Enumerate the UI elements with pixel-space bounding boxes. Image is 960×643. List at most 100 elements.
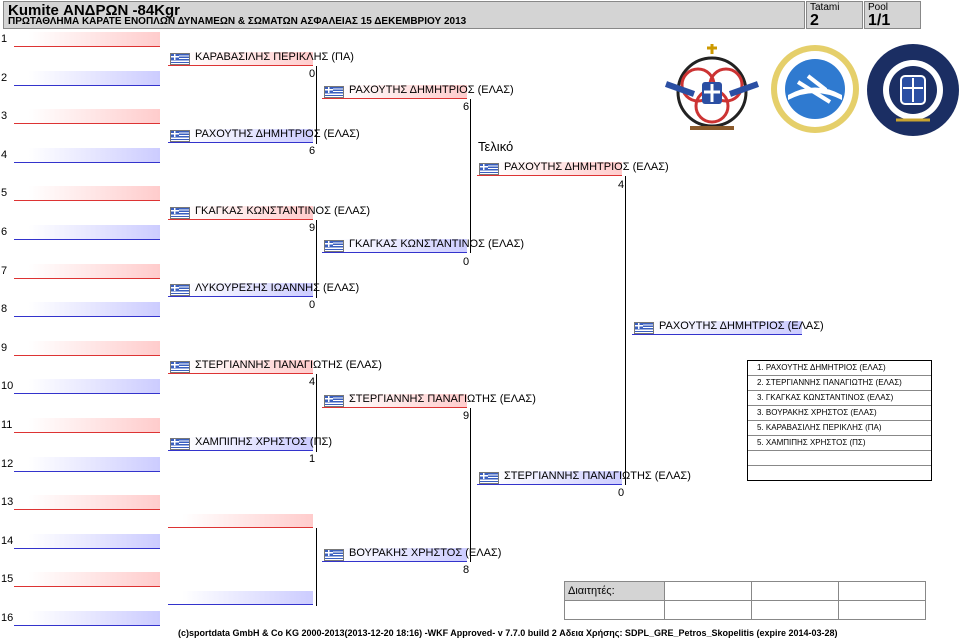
tatami-box: Tatami 2 bbox=[806, 1, 863, 29]
results-table: 1. ΡΑΧΟΥΤΗΣ ΔΗΜΗΤΡΙΟΣ (ΕΛΑΣ) 2. ΣΤΕΡΓΙΑΝ… bbox=[747, 360, 932, 481]
competitor-name: ΒΟΥΡΑΚΗΣ ΧΡΗΣΤΟΣ (ΕΛΑΣ) bbox=[349, 547, 502, 559]
match-score: 4 bbox=[309, 376, 316, 388]
referee-cell bbox=[751, 581, 839, 601]
seed-number: 5 bbox=[1, 187, 8, 199]
seed-slot bbox=[14, 225, 160, 240]
hellenic-police-emblem-icon bbox=[867, 44, 959, 136]
match-slot[interactable] bbox=[168, 514, 313, 528]
bracket-line bbox=[316, 220, 317, 298]
winner-name: ΡΑΧΟΥΤΗΣ ΔΗΜΗΤΡΙΟΣ (ΕΛΑΣ) bbox=[659, 320, 824, 332]
bracket-line bbox=[470, 408, 471, 562]
competitor-name: ΡΑΧΟΥΤΗΣ ΔΗΜΗΤΡΙΟΣ (ΕΛΑΣ) bbox=[349, 84, 514, 96]
match-slot[interactable]: ΡΑΧΟΥΤΗΣ ΔΗΜΗΤΡΙΟΣ (ΕΛΑΣ) bbox=[477, 161, 669, 176]
final-label: Τελικό bbox=[478, 139, 514, 154]
match-score: 6 bbox=[309, 145, 316, 157]
competitor-name: ΡΑΧΟΥΤΗΣ ΔΗΜΗΤΡΙΟΣ (ΕΛΑΣ) bbox=[504, 161, 669, 173]
greece-flag-icon bbox=[170, 130, 190, 142]
seed-number: 8 bbox=[1, 303, 8, 315]
match-slot[interactable]: ΧΑΜΠΙΠΗΣ ΧΡΗΣΤΟΣ (ΠΣ) bbox=[168, 436, 332, 451]
seed-number: 11 bbox=[1, 419, 13, 431]
greece-flag-icon bbox=[324, 549, 344, 561]
match-slot[interactable]: ΚΑΡΑΒΑΣΙΛΗΣ ΠΕΡΙΚΛΗΣ (ΠΑ) bbox=[168, 51, 354, 66]
karate-federation-emblem-icon bbox=[771, 45, 859, 133]
match-score: 0 bbox=[309, 68, 316, 80]
seed-slot bbox=[14, 186, 160, 201]
seed-number: 15 bbox=[1, 573, 14, 585]
armed-forces-emblem-icon bbox=[664, 44, 760, 130]
competitor-name: ΡΑΧΟΥΤΗΣ ΔΗΜΗΤΡΙΟΣ (ΕΛΑΣ) bbox=[195, 128, 360, 140]
seed-number: 6 bbox=[1, 226, 8, 238]
seed-number: 13 bbox=[1, 496, 14, 508]
seed-number: 7 bbox=[1, 265, 8, 277]
seed-slot bbox=[14, 534, 160, 549]
seed-slot bbox=[14, 572, 160, 587]
seed-slot bbox=[14, 611, 160, 626]
seed-number: 4 bbox=[1, 149, 8, 161]
seed-number: 16 bbox=[1, 612, 14, 624]
seed-slot bbox=[14, 379, 160, 394]
seed-number: 9 bbox=[1, 342, 8, 354]
referee-cell bbox=[838, 581, 926, 601]
match-slot[interactable]: ΓΚΑΓΚΑΣ ΚΩΝΣΤΑΝΤΙΝΟΣ (ΕΛΑΣ) bbox=[168, 205, 370, 220]
match-slot[interactable]: ΛΥΚΟΥΡΕΣΗΣ ΙΩΑΝΝΗΣ (ΕΛΑΣ) bbox=[168, 282, 359, 297]
greece-flag-icon bbox=[170, 207, 190, 219]
match-slot[interactable]: ΓΚΑΓΚΑΣ ΚΩΝΣΤΑΝΤΙΝΟΣ (ΕΛΑΣ) bbox=[322, 238, 524, 253]
competitor-name: ΧΑΜΠΙΠΗΣ ΧΡΗΣΤΟΣ (ΠΣ) bbox=[195, 436, 333, 448]
greece-flag-icon bbox=[324, 240, 344, 252]
seed-slot bbox=[14, 71, 160, 86]
seed-number: 14 bbox=[1, 535, 14, 547]
greece-flag-icon bbox=[324, 86, 344, 98]
greece-flag-icon bbox=[479, 163, 499, 175]
competitor-name: ΣΤΕΡΓΙΑΝΝΗΣ ΠΑΝΑΓΙΩΤΗΣ (ΕΛΑΣ) bbox=[349, 393, 536, 405]
match-score: 8 bbox=[463, 564, 470, 576]
match-score: 6 bbox=[463, 101, 470, 113]
bracket-line bbox=[316, 528, 317, 606]
seed-number: 10 bbox=[1, 380, 14, 392]
tatami-value: 2 bbox=[810, 12, 819, 29]
result-row: 5. ΧΑΜΠΙΠΗΣ ΧΡΗΣΤΟΣ (ΠΣ) bbox=[748, 436, 931, 451]
referees-label: Διαιτητές: bbox=[564, 581, 665, 601]
match-score: 0 bbox=[309, 299, 316, 311]
pool-value: 1/1 bbox=[868, 12, 891, 29]
seed-number: 12 bbox=[1, 458, 14, 470]
greece-flag-icon bbox=[170, 284, 190, 296]
result-row: 5. ΚΑΡΑΒΑΣΙΛΗΣ ΠΕΡΙΚΛΗΣ (ΠΑ) bbox=[748, 421, 931, 436]
match-score: 9 bbox=[463, 410, 470, 422]
seed-slot bbox=[14, 457, 160, 472]
seed-number: 1 bbox=[1, 33, 8, 45]
competitor-name: ΣΤΕΡΓΙΑΝΝΗΣ ΠΑΝΑΓΙΩΤΗΣ (ΕΛΑΣ) bbox=[504, 470, 691, 482]
match-score: 4 bbox=[618, 179, 625, 191]
match-slot[interactable]: ΣΤΕΡΓΙΑΝΝΗΣ ΠΑΝΑΓΙΩΤΗΣ (ΕΛΑΣ) bbox=[322, 393, 536, 408]
match-slot[interactable]: ΡΑΧΟΥΤΗΣ ΔΗΜΗΤΡΙΟΣ (ΕΛΑΣ) bbox=[322, 84, 514, 99]
bracket-line bbox=[470, 99, 471, 253]
winner-slot[interactable]: ΡΑΧΟΥΤΗΣ ΔΗΜΗΤΡΙΟΣ (ΕΛΑΣ) bbox=[632, 320, 824, 335]
greece-flag-icon bbox=[170, 361, 190, 373]
bracket-line bbox=[316, 374, 317, 452]
match-score: 9 bbox=[309, 222, 316, 234]
referees-table: Διαιτητές: bbox=[564, 581, 926, 620]
match-slot[interactable]: ΣΤΕΡΓΙΑΝΝΗΣ ΠΑΝΑΓΙΩΤΗΣ (ΕΛΑΣ) bbox=[477, 470, 691, 485]
result-row bbox=[748, 451, 931, 466]
competitor-name: ΓΚΑΓΚΑΣ ΚΩΝΣΤΑΝΤΙΝΟΣ (ΕΛΑΣ) bbox=[195, 205, 371, 217]
match-slot[interactable]: ΡΑΧΟΥΤΗΣ ΔΗΜΗΤΡΙΟΣ (ΕΛΑΣ) bbox=[168, 128, 360, 143]
referee-cell bbox=[664, 600, 752, 620]
competitor-name: ΚΑΡΑΒΑΣΙΛΗΣ ΠΕΡΙΚΛΗΣ (ΠΑ) bbox=[195, 51, 354, 63]
pool-label: Pool bbox=[868, 2, 889, 13]
result-row: 1. ΡΑΧΟΥΤΗΣ ΔΗΜΗΤΡΙΟΣ (ΕΛΑΣ) bbox=[748, 361, 931, 376]
match-slot[interactable]: ΣΤΕΡΓΙΑΝΝΗΣ ΠΑΝΑΓΙΩΤΗΣ (ΕΛΑΣ) bbox=[168, 359, 382, 374]
header-bar bbox=[3, 1, 805, 29]
competitor-name: ΓΚΑΓΚΑΣ ΚΩΝΣΤΑΝΤΙΝΟΣ (ΕΛΑΣ) bbox=[349, 238, 525, 250]
greece-flag-icon bbox=[479, 472, 499, 484]
referee-cell bbox=[564, 600, 665, 620]
match-score: 0 bbox=[463, 256, 470, 268]
seed-slot bbox=[14, 495, 160, 510]
seed-slot bbox=[14, 418, 160, 433]
referee-cell bbox=[751, 600, 839, 620]
seed-number: 3 bbox=[1, 110, 8, 122]
greece-flag-icon bbox=[634, 322, 654, 334]
match-slot[interactable] bbox=[168, 591, 313, 605]
event-subtitle: ΠΡΩΤΑΘΛΗΜΑ ΚΑΡΑΤΕ ΕΝΟΠΛΩΝ ΔΥΝΑΜΕΩΝ & ΣΩΜ… bbox=[8, 16, 467, 27]
match-slot[interactable]: ΒΟΥΡΑΚΗΣ ΧΡΗΣΤΟΣ (ΕΛΑΣ) bbox=[322, 547, 501, 562]
competitor-name: ΣΤΕΡΓΙΑΝΝΗΣ ΠΑΝΑΓΙΩΤΗΣ (ΕΛΑΣ) bbox=[195, 359, 382, 371]
seed-slot bbox=[14, 32, 160, 47]
